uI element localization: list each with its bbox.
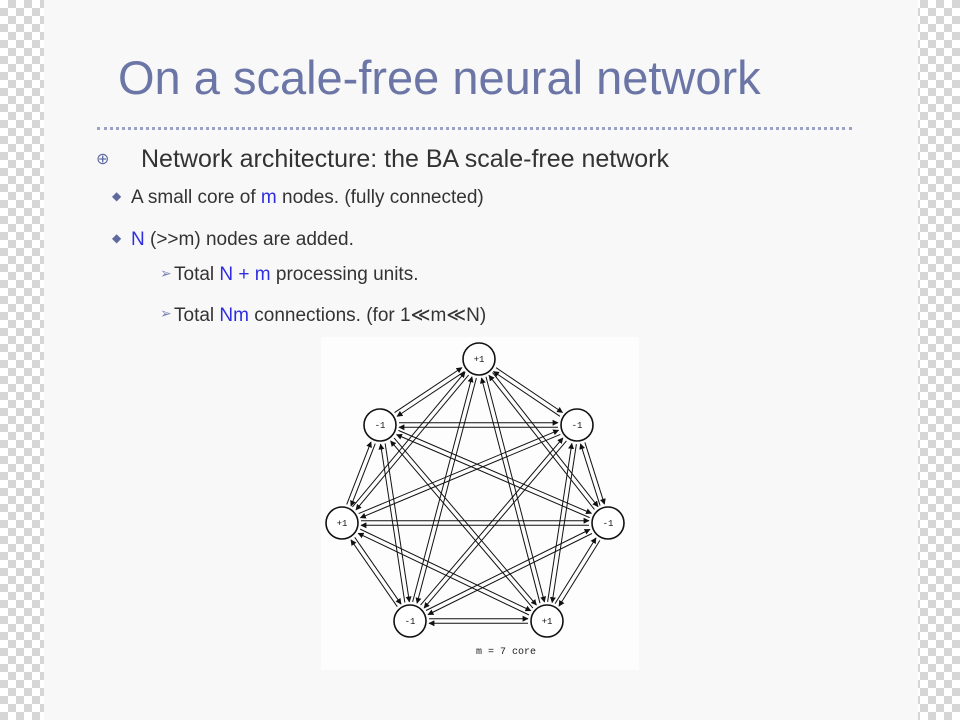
- node-0: [462, 342, 496, 376]
- network-graph: +1 -1 +1 -1 +1 -1 -1 m = 7 core: [325, 342, 625, 658]
- bullet-text: Total N + m processing units.: [174, 264, 419, 285]
- title-divider: [97, 127, 852, 130]
- edge-0-4: [479, 377, 541, 604]
- edge-0-6: [495, 367, 564, 413]
- edge-5-6: [584, 442, 606, 505]
- edge-1-3: [378, 443, 406, 603]
- edge-0-6: [492, 371, 561, 417]
- bullet-text: A small core of m nodes. (fully connecte…: [131, 187, 484, 208]
- node-label: -1: [405, 617, 416, 627]
- edge-5-6: [579, 443, 601, 506]
- node-label: -1: [603, 519, 614, 529]
- edge-2-3: [354, 537, 402, 605]
- edge-0-1: [396, 371, 465, 417]
- bullet-text: Network architecture: the BA scale-free …: [141, 145, 670, 173]
- bullet-text: Total Nm connections. (for 1≪m≪N): [174, 305, 487, 326]
- edge-1-3: [384, 443, 412, 603]
- node-5: [591, 506, 625, 540]
- node-label: -1: [375, 421, 386, 431]
- edge-0-2: [355, 374, 469, 511]
- diagram-caption: m = 7 core: [476, 647, 536, 658]
- node-label: -1: [572, 421, 583, 431]
- edge-0-4: [485, 376, 547, 603]
- edge-3-5: [427, 533, 593, 616]
- edge-1-2: [350, 443, 376, 507]
- edge-2-4: [359, 528, 532, 612]
- variable-n: N: [131, 229, 145, 250]
- node-6: [560, 408, 594, 442]
- edge-4-6: [549, 444, 577, 604]
- edge-1-2: [346, 441, 372, 505]
- diamond-bullet-icon: ◆: [112, 189, 122, 203]
- edge-4-5: [554, 537, 597, 604]
- edge-2-6: [359, 433, 561, 519]
- diamond-bullet-icon: ◆: [112, 231, 122, 245]
- edge-3-5: [425, 528, 591, 611]
- edge-2-6: [358, 429, 560, 515]
- edge-0-1: [394, 367, 463, 413]
- edge-4-5: [558, 540, 601, 607]
- edge-3-6: [423, 440, 567, 609]
- circle-plus-bullet-icon: ⊕: [96, 151, 110, 168]
- node-label: +1: [337, 519, 348, 529]
- edge-2-4: [357, 532, 530, 616]
- edge-0-5: [492, 372, 599, 508]
- edge-3-6: [420, 437, 564, 606]
- bullet-text: N (>>m) nodes are added.: [131, 229, 354, 250]
- node-label: +1: [542, 617, 553, 627]
- network-diagram: +1 -1 +1 -1 +1 -1 -1 m = 7 core: [321, 337, 639, 670]
- edge-1-5: [395, 433, 590, 519]
- node-4: [530, 604, 564, 638]
- slide: On a scale-free neural network ⊕ Network…: [44, 0, 918, 720]
- edge-4-6: [547, 442, 575, 602]
- arrow-bullet-icon: ➢: [160, 265, 172, 281]
- expression-nm: Nm: [219, 305, 249, 326]
- arrow-bullet-icon: ➢: [160, 305, 172, 321]
- node-2: [325, 506, 359, 540]
- edge-1-5: [398, 429, 593, 515]
- edge-1-4: [393, 437, 537, 606]
- node-3: [393, 604, 427, 638]
- edge-1-4: [390, 440, 534, 609]
- edge-2-3: [350, 539, 398, 607]
- slide-title: On a scale-free neural network: [118, 51, 761, 104]
- variable-m: m: [260, 187, 277, 208]
- node-label: +1: [474, 355, 485, 365]
- node-1: [363, 408, 397, 442]
- expression-n-plus-m: N + m: [219, 264, 271, 285]
